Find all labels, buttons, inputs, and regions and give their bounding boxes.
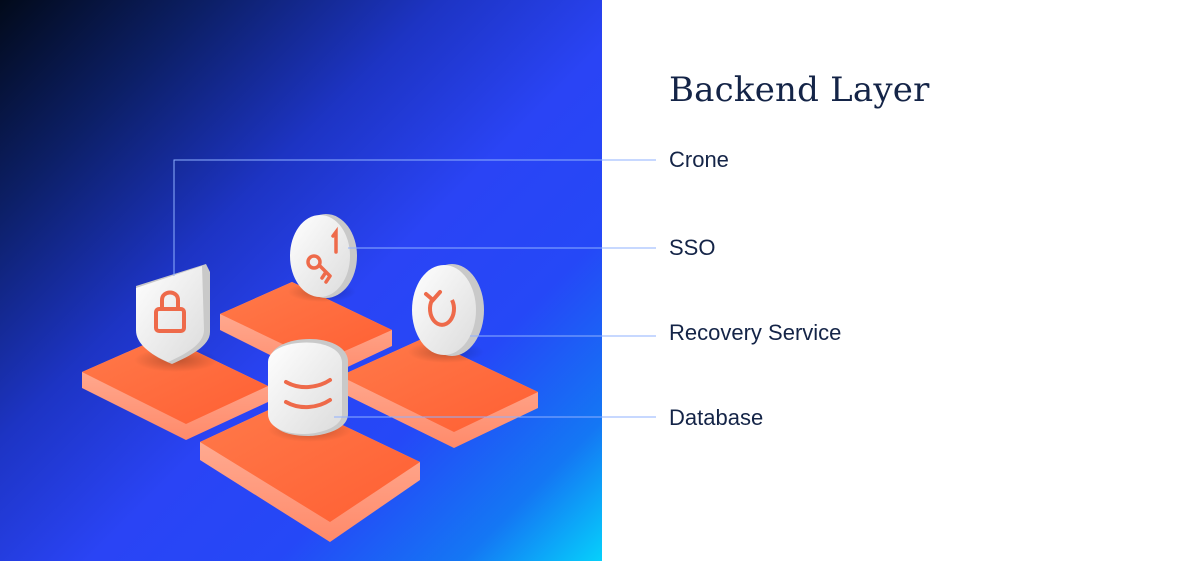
tile-sso <box>220 282 392 380</box>
refresh-icon <box>412 264 484 356</box>
tile-database <box>200 400 420 542</box>
label-database: Database <box>669 405 764 430</box>
tile-crone <box>82 336 268 440</box>
tile-recovery <box>340 338 538 448</box>
illustration-panel <box>0 0 602 561</box>
page-title: Backend Layer <box>669 70 930 110</box>
label-crone: Crone <box>669 147 729 172</box>
label-recovery-service: Recovery Service <box>669 320 842 345</box>
key-icon <box>290 214 357 298</box>
database-icon <box>268 338 348 436</box>
shield-lock-icon <box>136 264 210 364</box>
isometric-illustration <box>82 214 538 542</box>
label-sso: SSO <box>669 235 716 260</box>
